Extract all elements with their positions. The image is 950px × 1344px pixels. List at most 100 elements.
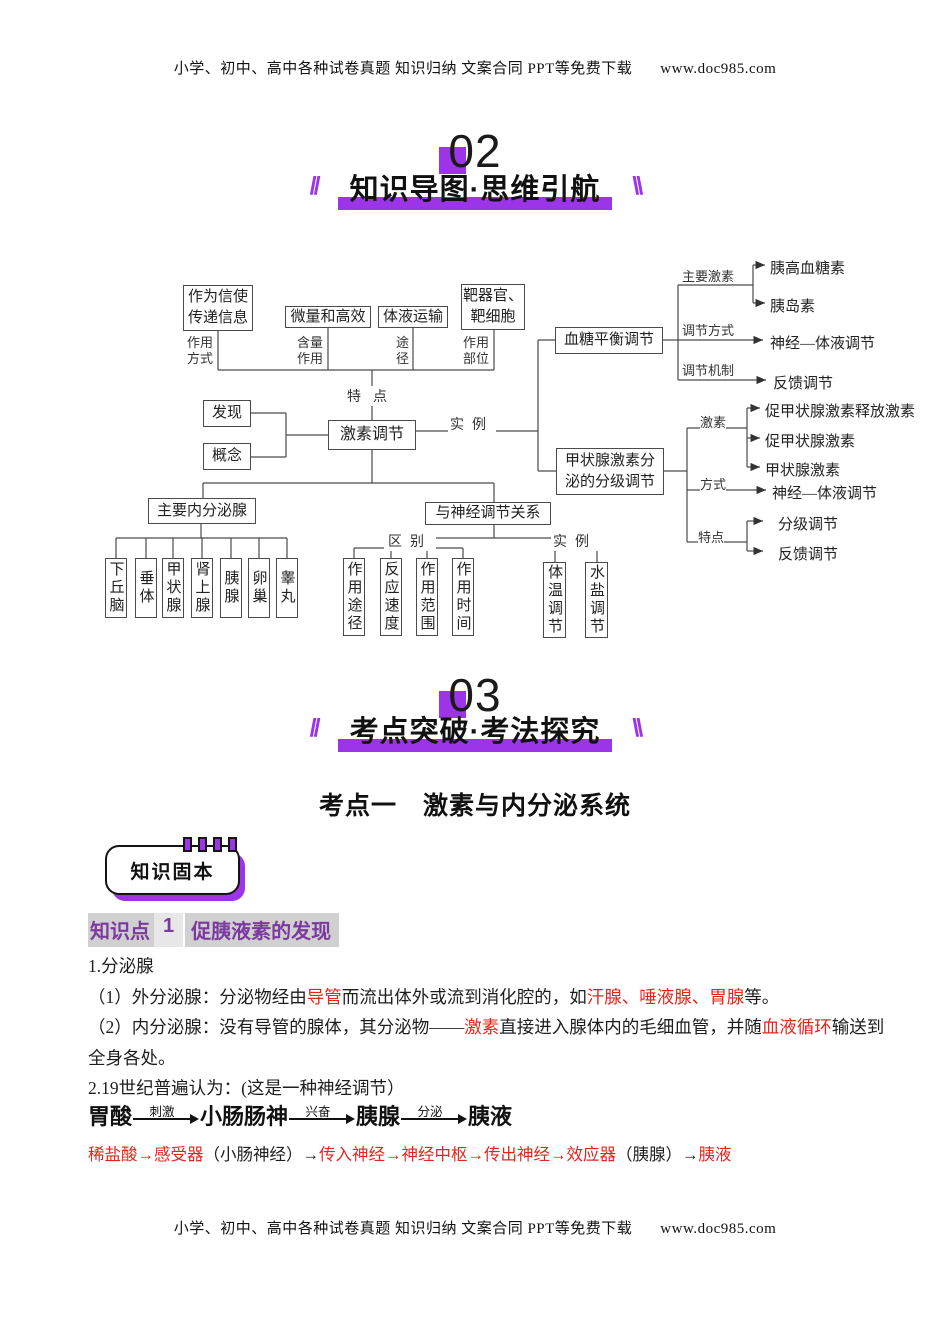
mm-label-regulation-mode: 调节方式 [682, 323, 735, 338]
section-03-number-wrap: 03 [439, 668, 502, 722]
redflow-seg: 传入神经→神经中枢→传出神经→效应器 [319, 1145, 616, 1164]
badge-tab-icon [213, 837, 222, 852]
text-seg: 等。 [744, 986, 780, 1007]
mm-node-faxian: 发现 [203, 400, 251, 427]
slashes-left-icon: // [309, 714, 321, 742]
text-line-4: 全身各处。 [88, 1047, 176, 1068]
redflow-seg: 胰液 [698, 1145, 732, 1164]
mm-node-xuetang: 血糖平衡调节 [555, 327, 663, 354]
mm-item-feedback-2: 反馈调节 [778, 547, 839, 563]
section-03-title-row: // 考点突破·考法探究 \\ [0, 708, 950, 752]
mindmap: 作为信使 传递信息 微量和高效 体液运输 靶器官、 靶细胞 作用 方式 含量 作… [0, 240, 950, 680]
mm-label-main-hormones: 主要激素 [682, 269, 735, 284]
mindmap-connectors [115, 260, 766, 562]
mm-label-action-site: 作用 部位 [462, 335, 489, 366]
text-seg: 直接进入腺体内的毛细血管，并随 [499, 1017, 762, 1037]
section-02-title-row: // 知识导图·思维引航 \\ [0, 166, 950, 210]
mm-item-hierarchical: 分级调节 [778, 517, 839, 533]
knowledge-point-bar: 知识点 1 促胰液素的发现 [88, 913, 340, 947]
mm-label-mode: 方式 [700, 474, 727, 493]
difference-box: 作用时间 [452, 558, 474, 636]
text-seg: 而流出体外或流到消化腔的，如 [341, 986, 587, 1007]
slashes-left-icon: // [309, 172, 321, 200]
badge-tab-icon [183, 837, 192, 852]
mm-item-neuro-humoral-2: 神经—体液调节 [772, 486, 878, 502]
flow-arrow-label: 分泌 [417, 1105, 443, 1119]
arrow-head-icon [190, 1113, 200, 1124]
mm-node-neifenmi: 主要内分泌腺 [148, 498, 256, 524]
example-box: 水盐调节 [585, 562, 608, 638]
gland-box: 甲状腺 [162, 558, 184, 618]
header-url: www.doc985.com [660, 61, 777, 77]
section-02-number-row: 02 [0, 124, 950, 178]
mm-node-target-organ: 靶器官、 靶细胞 [461, 284, 525, 330]
knowledge-badge: 知识固本 [105, 837, 240, 895]
mm-label-regulation-mechanism: 调节机制 [682, 363, 735, 378]
mm-node-messenger: 作为信使 传递信息 [183, 285, 253, 331]
arrow-line [289, 1118, 348, 1120]
section-02-title-wrap: // 知识导图·思维引航 \\ [310, 166, 643, 210]
mm-item-glucagon: 胰高血糖素 [770, 261, 846, 277]
mm-node-gainian: 概念 [203, 443, 251, 470]
text-seg: 输送到 [831, 1017, 885, 1037]
section-02-accent-square [439, 147, 467, 174]
footer-url: www.doc985.com [660, 1221, 777, 1237]
text-seg-red: 血液循环 [761, 1017, 832, 1037]
arrow-head-icon [346, 1113, 356, 1124]
gland-box: 胰腺 [220, 558, 242, 618]
section-03-title-wrap: // 考点突破·考法探究 \\ [310, 708, 643, 752]
gland-box: 垂体 [135, 558, 157, 618]
mm-item-neuro-humoral-1: 神经—体液调节 [770, 336, 876, 352]
gland-box: 肾上腺 [191, 558, 213, 618]
mm-item-tsh: 促甲状腺激素 [765, 434, 856, 450]
flow-diagram: 胃酸 刺激 小肠肠神 兴奋 胰腺 分泌 胰液 [88, 1097, 512, 1133]
text-seg-red: 导管 [306, 986, 342, 1007]
arrow-line [133, 1118, 192, 1120]
gland-box: 卵巢 [248, 558, 270, 618]
text-line-5: 2.19世纪普遍认为：(这是一种神经调节） [88, 1078, 405, 1098]
flow-arrow-label: 刺激 [149, 1105, 175, 1119]
knowledge-point-number: 1 [154, 913, 184, 947]
mm-node-humoral-transport: 体液运输 [378, 306, 448, 328]
difference-box: 反应速度 [380, 558, 402, 636]
flow-step: 胃酸 [88, 1104, 133, 1129]
difference-box: 作用途径 [343, 558, 365, 636]
gland-box: 下丘脑 [105, 558, 127, 618]
text-line-3: （2）内分泌腺：没有导管的腺体，其分泌物——激素直接进入腺体内的毛细血管，并随血… [88, 1012, 888, 1043]
mm-item-insulin: 胰岛素 [770, 299, 816, 315]
mm-label-qubie: 区别 [384, 531, 436, 551]
footer-text: 小学、初中、高中各种试卷真题 知识归纳 文案合同 PPT等免费下载 [173, 1221, 633, 1237]
flow-arrow-label: 兴奋 [305, 1105, 331, 1119]
mm-item-feedback-1: 反馈调节 [773, 376, 834, 392]
text-seg-red: 汗腺、唾液腺、胃腺 [586, 986, 745, 1007]
body-text: 1.分泌腺 （1）外分泌腺：分泌物经由导管而流出体外或流到消化腔的，如汗腺、唾液… [88, 951, 888, 1104]
mm-label-tedian-2: 特点 [698, 527, 725, 546]
section-02-title-bar [337, 197, 613, 210]
mm-label-content-action: 含量 作用 [296, 335, 323, 366]
badge-tab-icon [198, 837, 207, 852]
flow-arrow: 兴奋 [289, 1104, 356, 1126]
badge-tab-icon [228, 837, 237, 852]
section-02-number-wrap: 02 [439, 124, 501, 178]
section-03-number: 03 [448, 669, 502, 721]
page-header: 小学、初中、高中各种试卷真题 知识归纳 文案合同 PPT等免费下载 www.doc… [0, 57, 950, 78]
header-text: 小学、初中、高中各种试卷真题 知识归纳 文案合同 PPT等免费下载 [173, 61, 633, 77]
text-seg: （1）外分泌腺：分泌物经由 [88, 986, 307, 1007]
topic-heading: 考点一 激素与内分泌系统 [318, 792, 631, 820]
flow-arrow: 分泌 [401, 1104, 468, 1126]
text-line-1: 1.分泌腺 [88, 956, 154, 976]
section-03-accent-square [439, 691, 467, 718]
arrow-line [401, 1118, 460, 1120]
mm-node-root: 激素调节 [328, 420, 416, 450]
mm-item-thyroid-hormone: 甲状腺激素 [765, 463, 841, 479]
flow-step: 小肠肠神 [200, 1104, 289, 1129]
mm-label-tedian: 特点 [340, 386, 406, 406]
redflow-seg: 稀盐酸→感受器 [88, 1145, 204, 1164]
slashes-right-icon: \\ [632, 172, 643, 200]
section-03-title: 考点突破·考法探究 [349, 716, 601, 748]
knowledge-badge-label: 知识固本 [130, 861, 215, 883]
section-02-title: 知识导图·思维引航 [349, 174, 601, 206]
flow-step: 胰液 [468, 1104, 513, 1129]
text-line-2: （1）外分泌腺：分泌物经由导管而流出体外或流到消化腔的，如汗腺、唾液腺、胃腺等。 [88, 982, 888, 1013]
flow-arrow: 刺激 [133, 1104, 200, 1126]
